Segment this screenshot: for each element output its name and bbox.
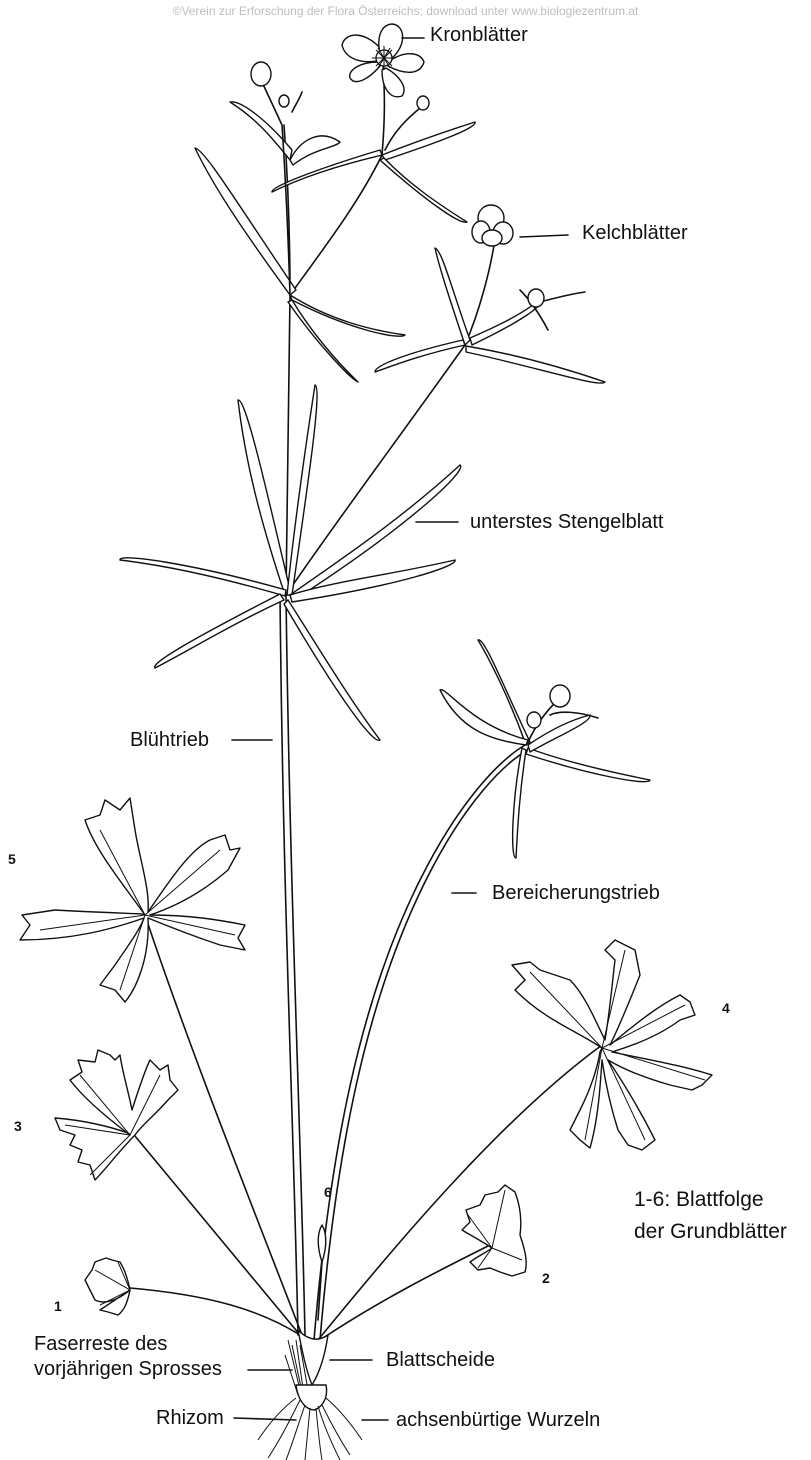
- label-faserreste-1: Faserreste des: [34, 1333, 167, 1355]
- rhizome: [296, 1385, 327, 1410]
- label-kelchblaetter: Kelchblätter: [582, 222, 688, 244]
- upper-flower-leaves: [230, 102, 475, 222]
- label-rhizom: Rhizom: [156, 1407, 224, 1429]
- stem-leaf-whorl-top: [195, 148, 405, 382]
- branch-to-calyx: [286, 245, 494, 595]
- label-wurzeln: achsenbürtige Wurzeln: [396, 1409, 600, 1431]
- lowest-stem-leaf: [120, 385, 461, 740]
- leaf-number-6: 6: [324, 1184, 332, 1200]
- renewal-shoot-whorl: [440, 640, 650, 858]
- leaf-number-4: 4: [722, 1000, 730, 1016]
- bud-renewal-2: [550, 685, 570, 707]
- label-kronblaetter: Kronblätter: [430, 24, 528, 46]
- caption-line-1: 1-6: Blattfolge: [634, 1184, 787, 1216]
- label-bluehtrieb: Blühtrieb: [130, 729, 209, 751]
- leaf-number-1: 1: [54, 1298, 62, 1314]
- label-faserreste-2: vorjährigen Sprosses: [34, 1358, 222, 1380]
- label-unterstes-stengelblatt: unterstes Stengelblatt: [470, 511, 663, 533]
- leaf-number-5: 5: [8, 851, 16, 867]
- basal-leaf-5: [20, 798, 245, 1002]
- basal-leaf-1: [85, 1258, 130, 1315]
- leaf-number-2: 2: [542, 1270, 550, 1286]
- caption-line-2: der Grundblätter: [634, 1216, 787, 1248]
- bud-renewal-1: [527, 712, 541, 728]
- upper-stem: [290, 65, 384, 295]
- bud-small-1: [279, 95, 289, 107]
- leader-kelchblaetter: [520, 235, 568, 237]
- flower-corolla: [342, 24, 424, 97]
- basal-leaf-3: [55, 1050, 178, 1180]
- label-blattscheide: Blattscheide: [386, 1349, 495, 1371]
- basal-leaf-4: [512, 940, 712, 1150]
- bud-right: [528, 289, 544, 307]
- caption: 1-6: Blattfolge der Grundblätter: [634, 1184, 787, 1248]
- basal-leaf-6: [318, 1225, 326, 1262]
- leaf-number-3: 3: [14, 1118, 22, 1134]
- calyx-bud: [472, 205, 513, 246]
- basal-leaf-2: [462, 1185, 526, 1276]
- watermark: ©Verein zur Erforschung der Flora Österr…: [0, 4, 811, 18]
- label-bereicherungstrieb: Bereicherungstrieb: [492, 882, 660, 904]
- leader-rhizom: [234, 1418, 296, 1420]
- bud-small-2: [417, 96, 429, 110]
- bud-upper-left: [251, 62, 271, 86]
